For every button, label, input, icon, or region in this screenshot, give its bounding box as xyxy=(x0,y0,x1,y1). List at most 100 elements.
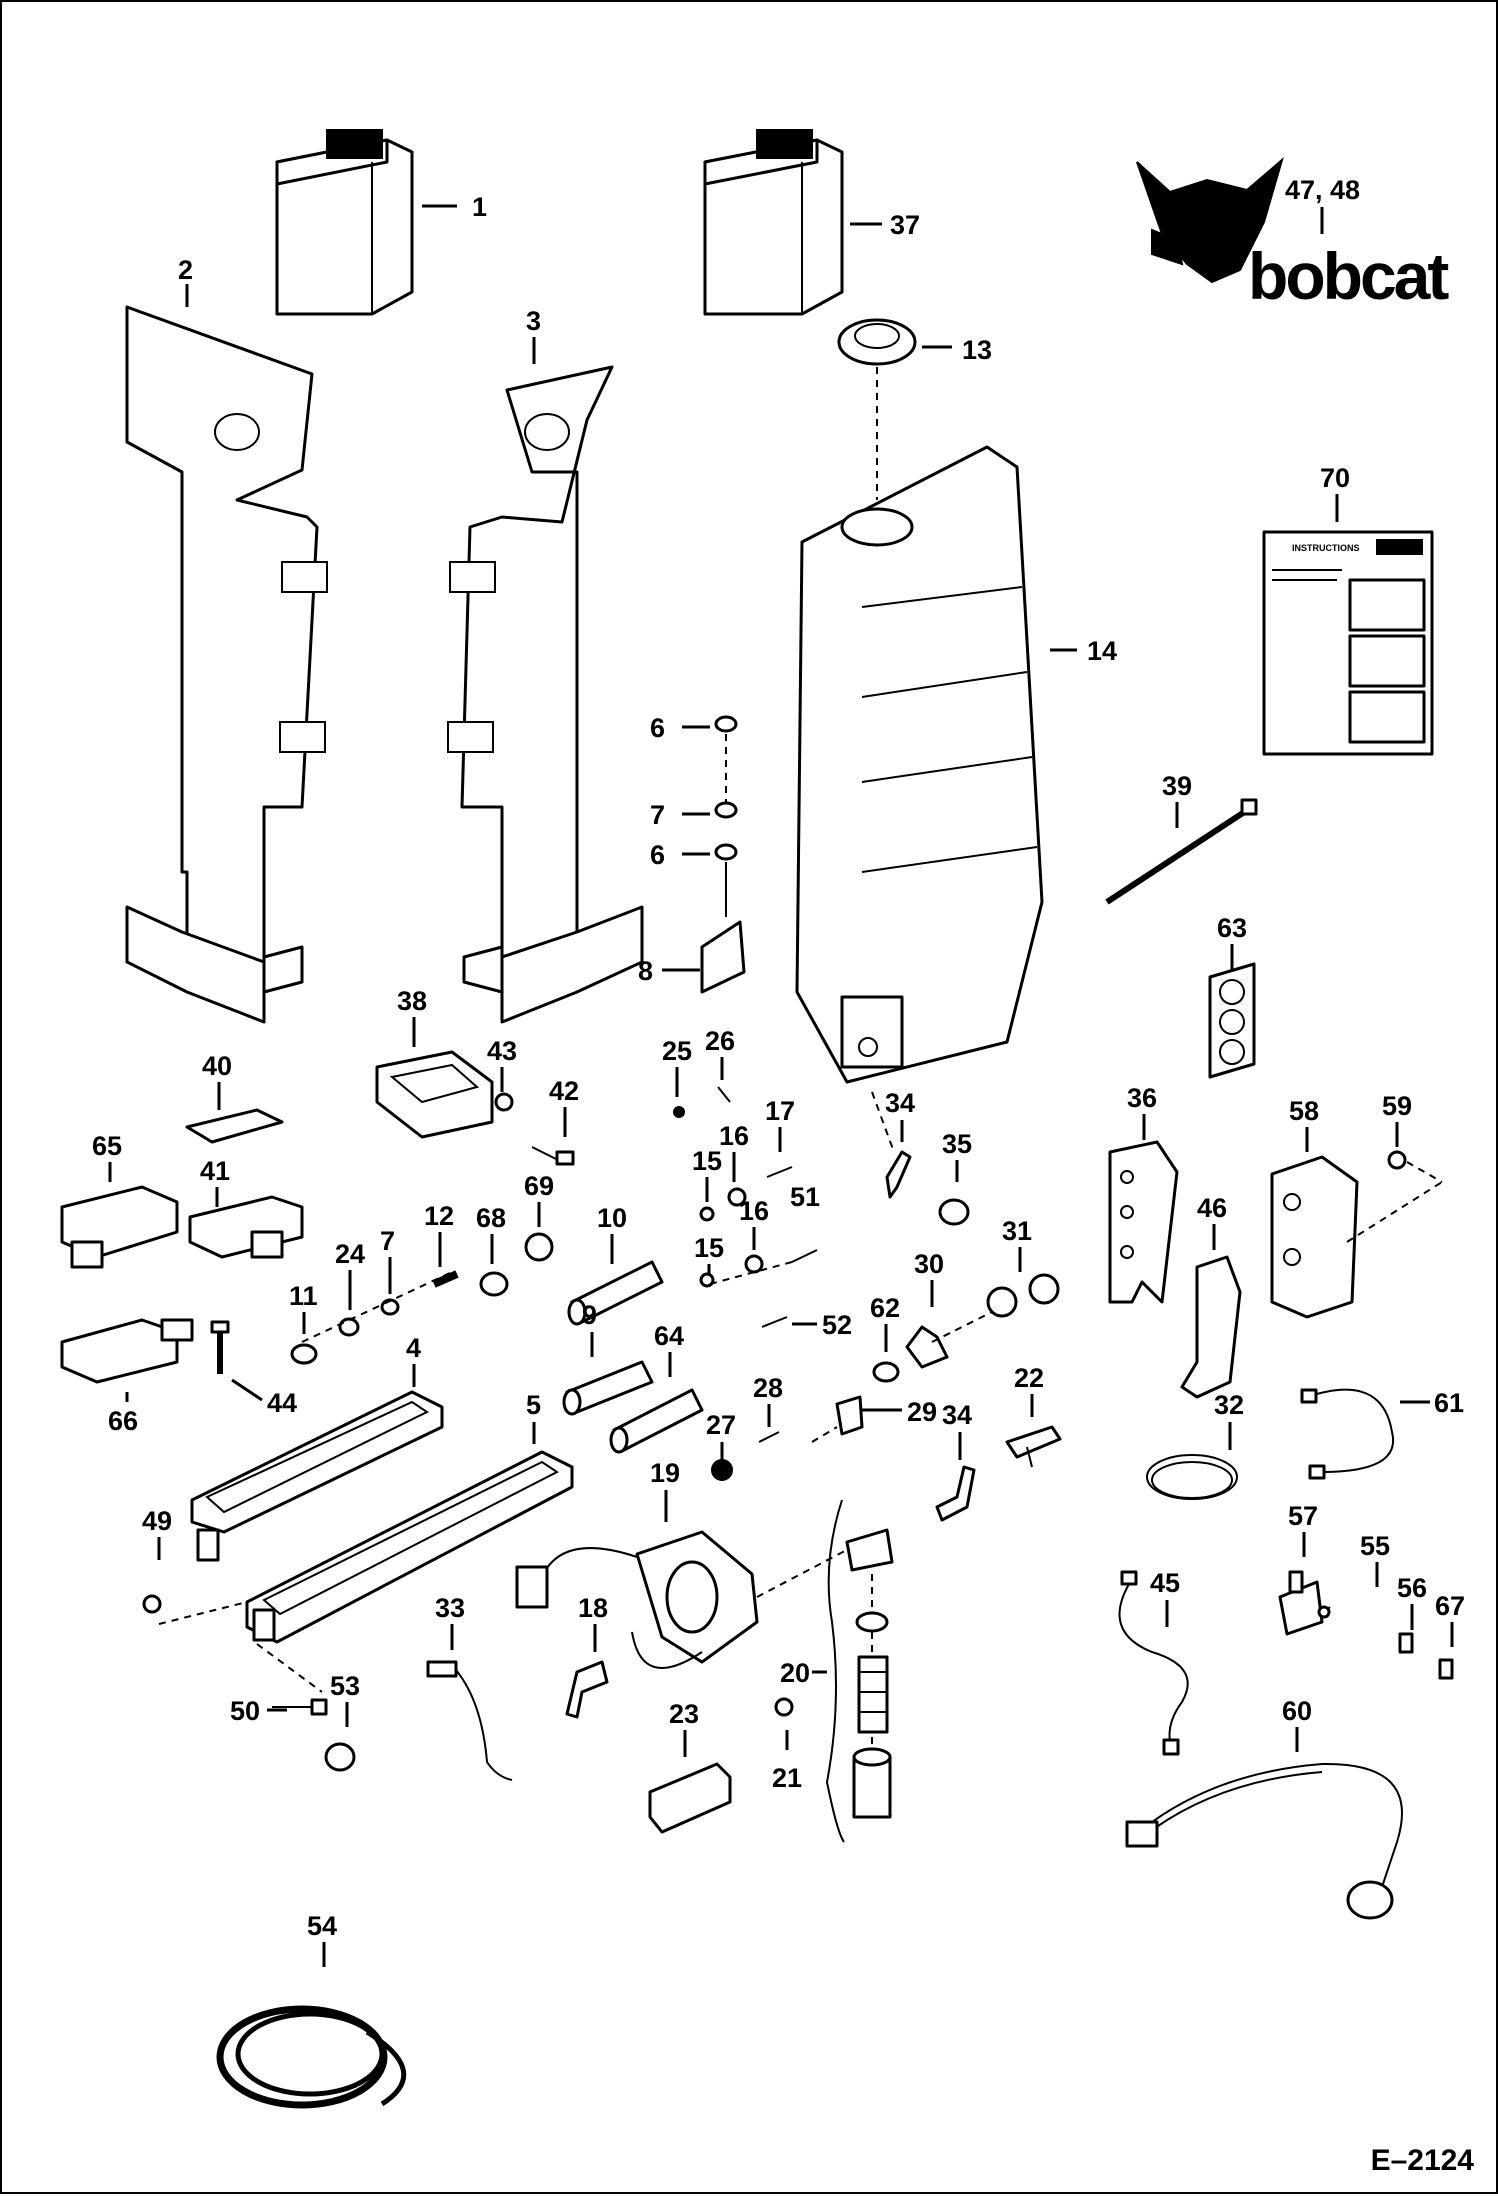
part-66-block xyxy=(60,1318,194,1402)
callout-35: 35 xyxy=(942,1129,972,1159)
callout-25: 25 xyxy=(662,1036,692,1066)
callout-6a: 6 xyxy=(650,713,665,743)
callout-19: 19 xyxy=(650,1458,680,1488)
part-10-tube xyxy=(567,1234,664,1326)
callout-21: 21 xyxy=(772,1763,802,1793)
callout-6b: 6 xyxy=(650,840,665,870)
callout-24: 24 xyxy=(335,1239,365,1269)
callout-31: 31 xyxy=(1002,1216,1032,1246)
part-20-filter-assembly xyxy=(812,1499,894,1843)
callout-15b: 15 xyxy=(694,1233,724,1263)
part-14-tank xyxy=(795,445,1077,1084)
callout-2: 2 xyxy=(178,255,193,285)
callout-34a: 34 xyxy=(885,1088,915,1118)
callout-56: 56 xyxy=(1397,1573,1427,1603)
callout-17: 17 xyxy=(765,1096,795,1126)
callout-38: 38 xyxy=(397,986,427,1016)
part-53-clamp xyxy=(324,1702,356,1772)
callout-58: 58 xyxy=(1289,1096,1319,1126)
part-64-tube xyxy=(609,1352,704,1454)
callout-13: 13 xyxy=(962,335,992,365)
callout-57: 57 xyxy=(1288,1501,1318,1531)
callout-7a: 7 xyxy=(650,800,665,830)
part-58-block xyxy=(1270,1127,1443,1319)
bobcat-cat-head-logo xyxy=(1136,157,1324,284)
callout-52: 52 xyxy=(822,1310,852,1340)
part-46-bracket xyxy=(1180,1224,1242,1399)
part-55-screw xyxy=(1317,1562,1379,1619)
part-49-nut-50-bolt xyxy=(142,1537,328,1716)
part-61-wire-lead xyxy=(1300,1388,1430,1480)
part-21-clamp xyxy=(774,1697,794,1750)
callout-23: 23 xyxy=(669,1699,699,1729)
part-70-decal: INSTRUCTIONS xyxy=(1262,494,1434,756)
callout-42: 42 xyxy=(549,1076,579,1106)
part-1-box xyxy=(275,129,457,316)
part-33-wire-connector xyxy=(426,1624,513,1781)
callout-65: 65 xyxy=(92,1131,122,1161)
callout-16b: 16 xyxy=(739,1196,769,1226)
callout-16a: 16 xyxy=(719,1121,749,1151)
part-4-tray xyxy=(190,1364,444,1562)
callout-14: 14 xyxy=(1087,636,1117,666)
callout-40: 40 xyxy=(202,1051,232,1081)
washer-row xyxy=(290,1202,554,1365)
callout-62: 62 xyxy=(870,1293,900,1323)
small-fasteners-group xyxy=(673,1057,818,1328)
callout-27: 27 xyxy=(706,1410,736,1440)
part-2-side-panel xyxy=(125,284,328,1024)
callout-8: 8 xyxy=(638,956,653,986)
callout-5: 5 xyxy=(526,1390,541,1420)
part-41-block xyxy=(188,1187,304,1259)
callout-47-48: 47, 48 xyxy=(1285,175,1360,205)
callout-29: 29 xyxy=(907,1397,937,1427)
callout-33: 33 xyxy=(435,1593,465,1623)
callout-46: 46 xyxy=(1197,1193,1227,1223)
bobcat-wordmark: bobcat xyxy=(1248,239,1449,313)
part-40-plate xyxy=(185,1082,284,1144)
callout-63: 63 xyxy=(1217,913,1247,943)
callout-28: 28 xyxy=(753,1373,783,1403)
callout-1: 1 xyxy=(472,192,487,222)
fittings-group xyxy=(711,1091,1062,1522)
callout-64: 64 xyxy=(654,1321,684,1351)
callout-41: 41 xyxy=(200,1156,230,1186)
callout-37: 37 xyxy=(890,210,920,240)
callout-59: 59 xyxy=(1382,1091,1412,1121)
callout-53: 53 xyxy=(330,1671,360,1701)
part-8-stud-assembly xyxy=(662,715,746,994)
figure-code: E–2124 xyxy=(1370,2144,1474,2177)
callout-68: 68 xyxy=(476,1203,506,1233)
part-57-rocker-switch xyxy=(1278,1532,1324,1636)
part-43-nut-42-screw xyxy=(494,1067,575,1166)
part-63-grommet-plate xyxy=(1208,944,1256,1079)
callout-39: 39 xyxy=(1162,771,1192,801)
callout-60: 60 xyxy=(1282,1696,1312,1726)
part-36-bracket xyxy=(1108,1114,1179,1304)
callout-9: 9 xyxy=(582,1300,597,1330)
part-19-pump-motor xyxy=(515,1490,863,1669)
part-65-block xyxy=(60,1162,179,1269)
callout-11: 11 xyxy=(289,1281,318,1311)
part-56-terminal xyxy=(1398,1604,1414,1654)
callout-12: 12 xyxy=(424,1201,454,1231)
decal-heading: INSTRUCTIONS xyxy=(1292,543,1360,553)
callout-51: 51 xyxy=(790,1182,820,1212)
part-13-filler-cap xyxy=(837,318,952,500)
callout-labels: 1 37 47, 48 2 3 13 70 14 6 39 7 6 63 8 3… xyxy=(92,175,1465,1941)
part-54-hose-coil xyxy=(216,1942,407,2109)
callout-10: 10 xyxy=(597,1203,627,1233)
callout-66: 66 xyxy=(108,1406,138,1436)
callout-18: 18 xyxy=(578,1593,608,1623)
callout-69: 69 xyxy=(524,1171,554,1201)
callout-34b: 34 xyxy=(942,1400,972,1430)
callout-49: 49 xyxy=(142,1506,172,1536)
callout-44: 44 xyxy=(267,1388,297,1418)
callout-7b: 7 xyxy=(380,1226,395,1256)
callout-61: 61 xyxy=(1434,1388,1464,1418)
callout-30: 30 xyxy=(914,1249,944,1279)
callout-22: 22 xyxy=(1014,1363,1044,1393)
callout-55: 55 xyxy=(1360,1531,1390,1561)
callout-3: 3 xyxy=(526,306,541,336)
